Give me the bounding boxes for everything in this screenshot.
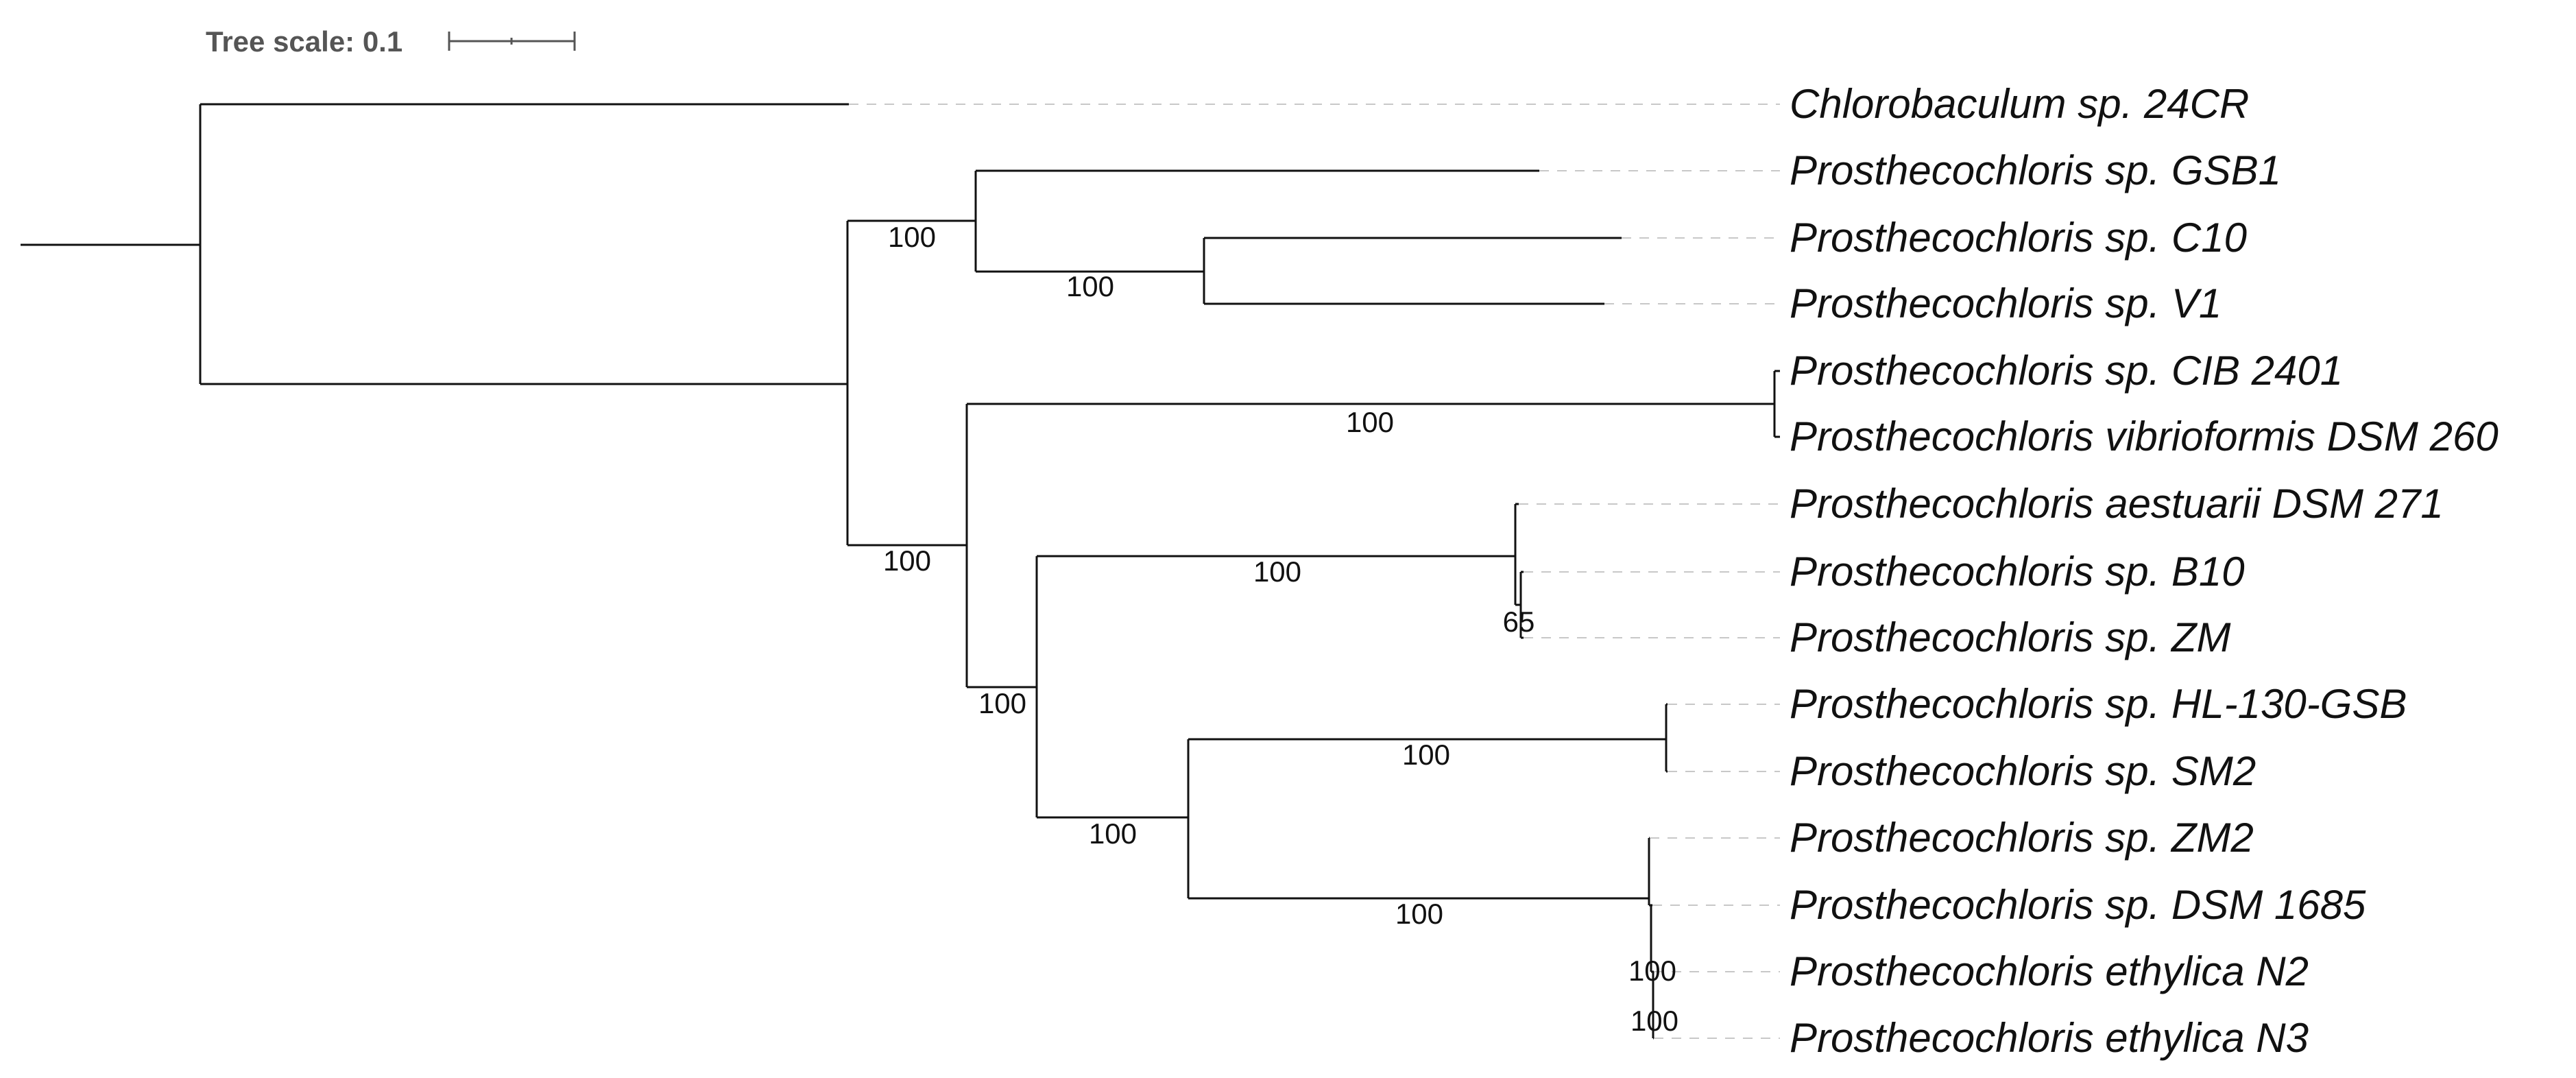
- bootstrap-core: 100: [883, 544, 931, 577]
- bootstrap-hl130-sm2: 100: [1402, 739, 1450, 771]
- leaf-label-sm2: Prosthecochloris sp. SM2: [1790, 748, 2256, 794]
- tree-branches: [21, 103, 1780, 1040]
- bootstrap-upper-lower: 100: [1089, 817, 1137, 850]
- bootstrap-gsb1-group: 100: [888, 221, 936, 253]
- leaf-label-hl130: Prosthecochloris sp. HL-130-GSB: [1790, 681, 2407, 727]
- bootstrap-c10-v1: 100: [1066, 270, 1114, 302]
- tree-scale-label: Tree scale: 0.1: [206, 25, 402, 58]
- leaf-guide-lines: [849, 104, 1780, 1039]
- tree-scale: Tree scale: 0.1: [206, 25, 576, 58]
- leaf-label-gsb1: Prosthecochloris sp. GSB1: [1790, 147, 2281, 193]
- bootstrap-lower: 100: [978, 687, 1026, 719]
- bootstrap-ethylica-inner: 100: [1628, 955, 1676, 987]
- tree-scale-bar: [448, 32, 576, 51]
- leaf-label-v1: Prosthecochloris sp. V1: [1790, 280, 2222, 326]
- leaf-label-zm: Prosthecochloris sp. ZM: [1790, 614, 2231, 660]
- leaf-label-c10: Prosthecochloris sp. C10: [1790, 215, 2247, 261]
- leaf-label-cib2401: Prosthecochloris sp. CIB 2401: [1790, 348, 2343, 394]
- bootstrap-n2-n3: 100: [1630, 1005, 1678, 1037]
- leaf-label-b10: Prosthecochloris sp. B10: [1790, 549, 2245, 595]
- bootstrap-aestuarii: 100: [1253, 555, 1301, 588]
- bootstrap-b10-zm: 65: [1503, 606, 1535, 638]
- leaf-label-dsm1685: Prosthecochloris sp. DSM 1685: [1790, 882, 2366, 928]
- leaf-label-n3: Prosthecochloris ethylica N3: [1790, 1015, 2309, 1061]
- leaf-label-24cr: Chlorobaculum sp. 24CR: [1790, 81, 2249, 127]
- bootstrap-ethylica-group: 100: [1395, 898, 1443, 930]
- leaf-label-dsm271: Prosthecochloris aestuarii DSM 271: [1790, 481, 2444, 527]
- leaf-label-dsm260: Prosthecochloris vibrioformis DSM 260: [1790, 414, 2499, 459]
- leaf-label-n2: Prosthecochloris ethylica N2: [1790, 948, 2309, 994]
- bootstrap-cib-dsm260: 100: [1346, 406, 1394, 438]
- bootstrap-labels: 100 100 100 100 65 100 100 100 100 100 1…: [883, 221, 1678, 1037]
- leaf-labels: Chlorobaculum sp. 24CR Prosthecochloris …: [1790, 81, 2499, 1061]
- leaf-label-zm2: Prosthecochloris sp. ZM2: [1790, 815, 2254, 861]
